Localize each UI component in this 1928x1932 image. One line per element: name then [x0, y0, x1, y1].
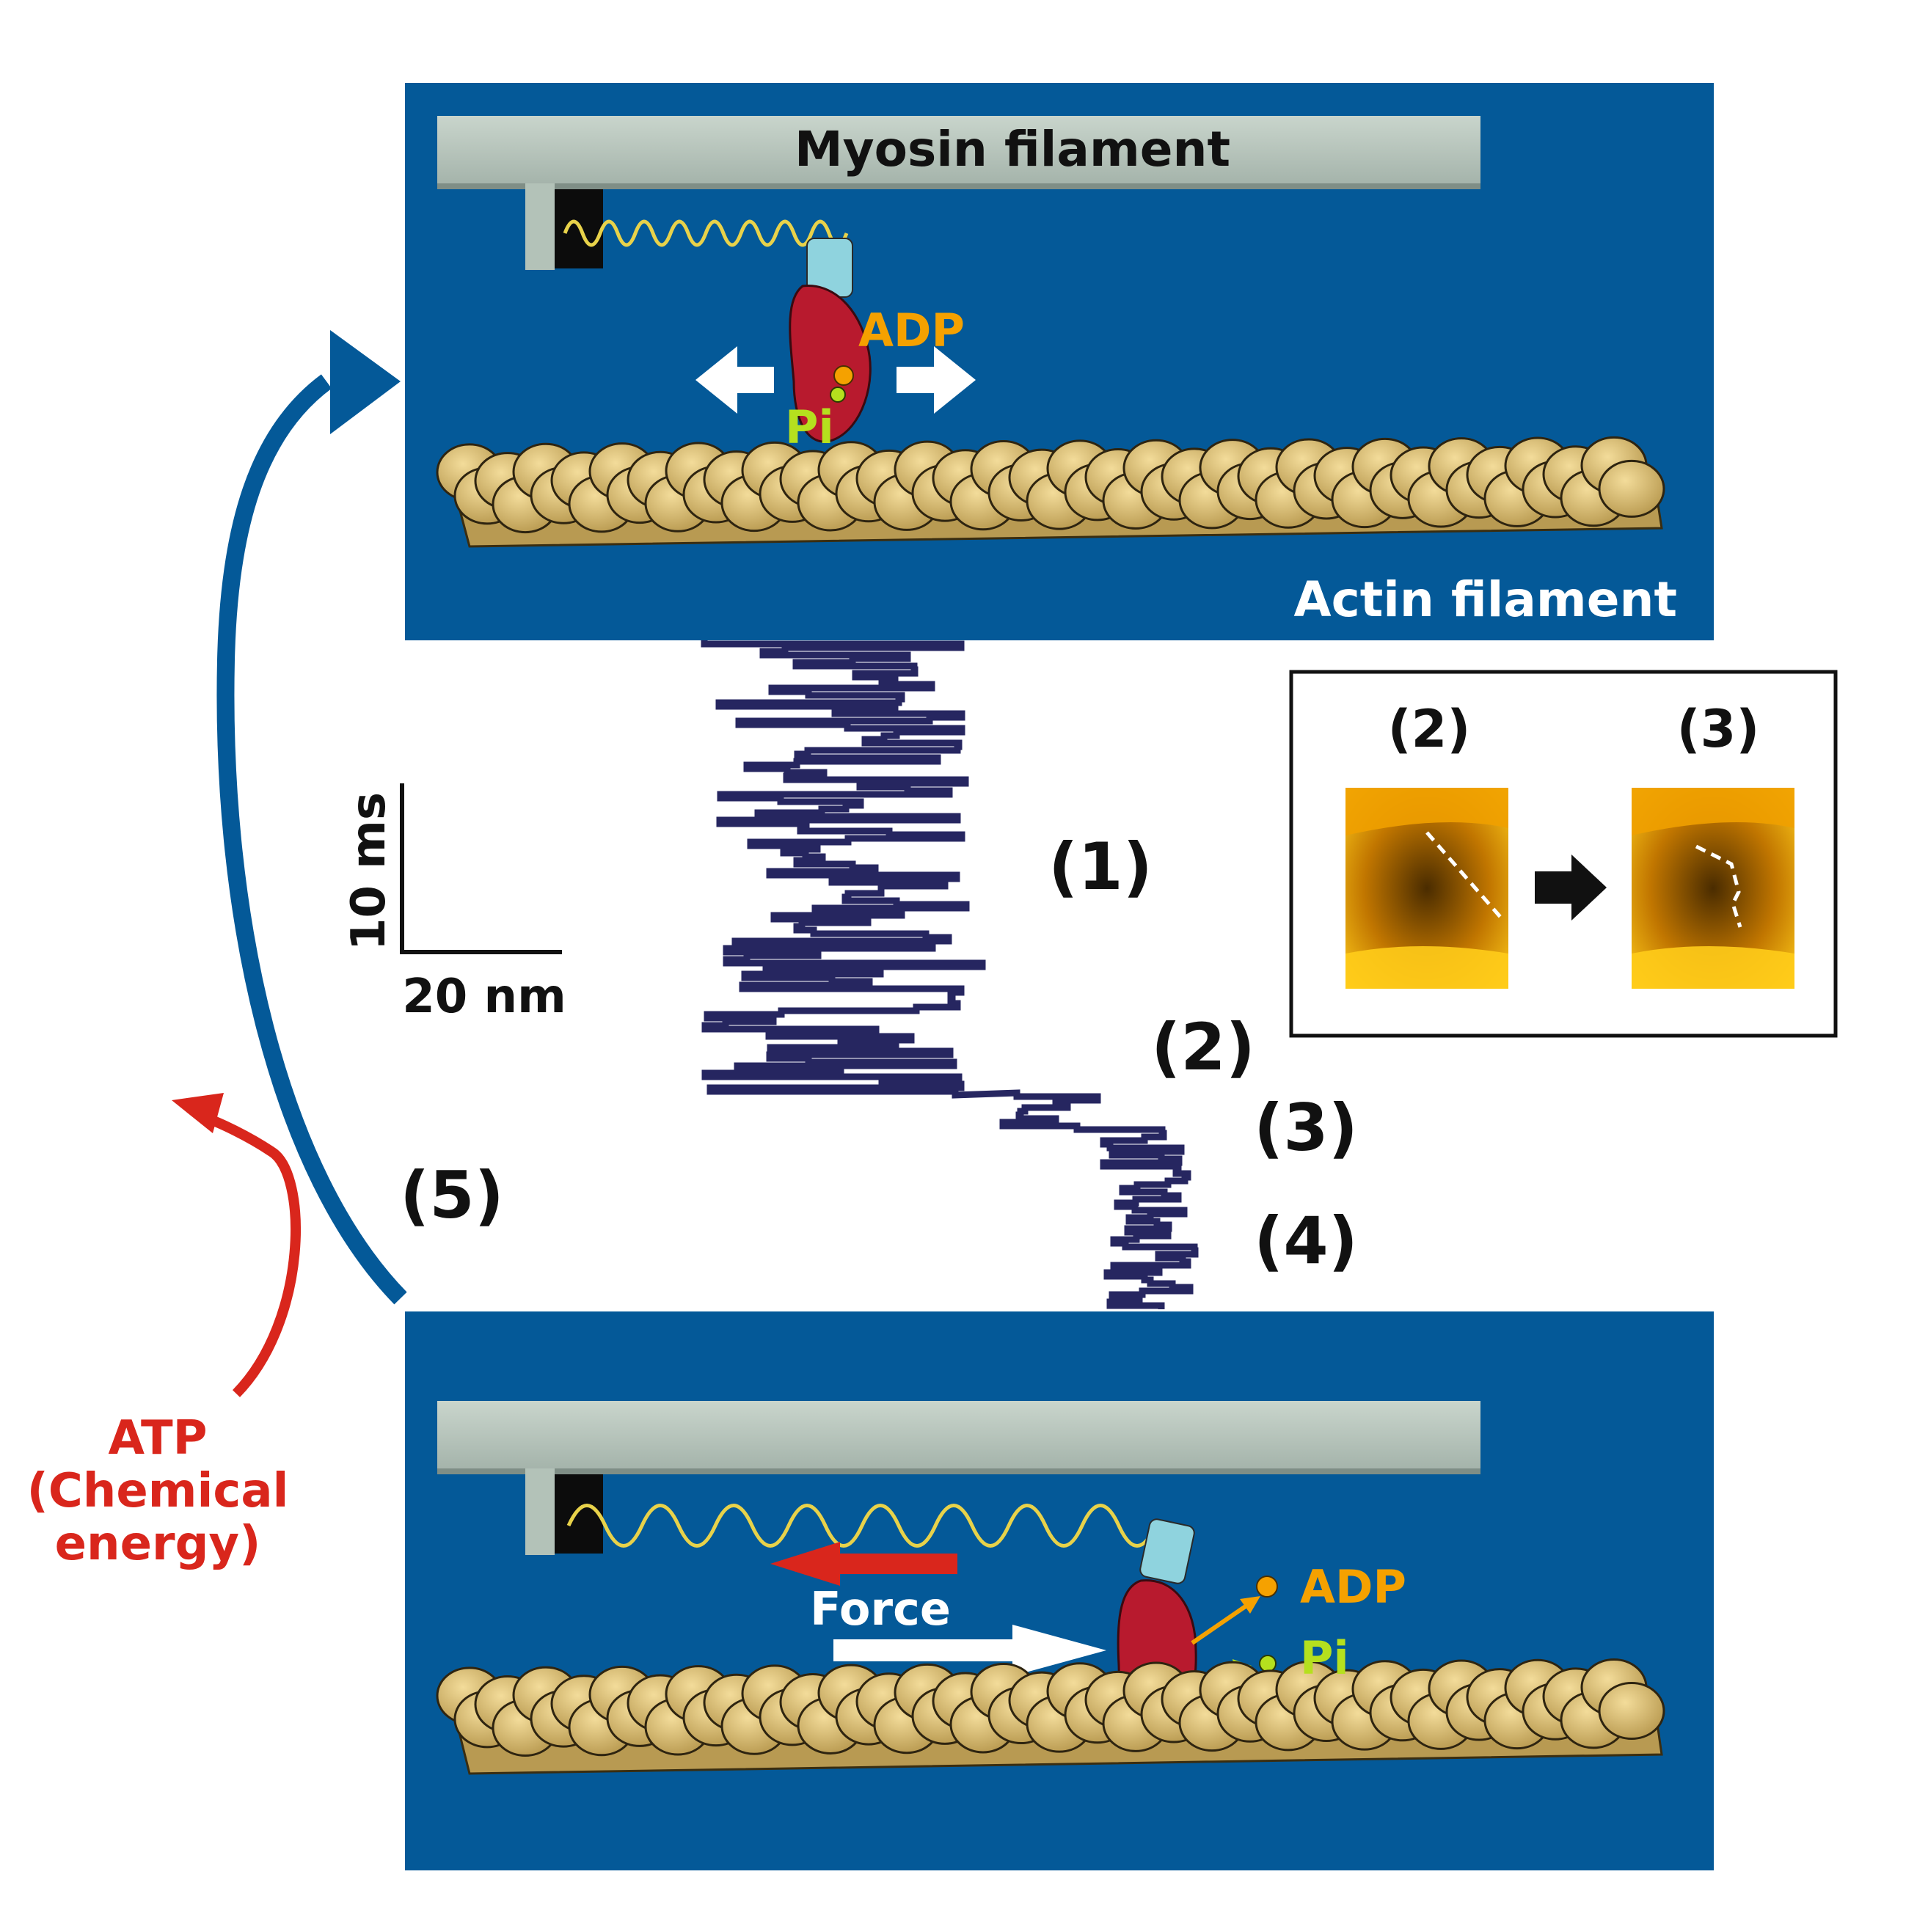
top-actin-beads: [436, 436, 1665, 534]
myosin-filament-label: Myosin filament: [795, 121, 1230, 178]
inset-label-left: (2): [1388, 699, 1471, 759]
red-force-arrow: [770, 1542, 957, 1586]
scale-distance-label: 20 nm: [402, 970, 566, 1024]
bottom-pi-label: Pi: [1300, 1631, 1349, 1685]
actin-subunit: [1598, 459, 1665, 518]
scale-time-label: 10 ms: [342, 792, 396, 951]
step-label-3: (3): [1254, 1090, 1358, 1166]
atp-label: ATP: [108, 1411, 207, 1466]
bottom-actin-beads: [436, 1658, 1665, 1757]
myosin-stalk: [525, 183, 555, 270]
top-right-arrow: [897, 346, 976, 414]
blue-cycle-arrow: [216, 374, 407, 1305]
adp-release-arrow: [1191, 1600, 1252, 1645]
bottom-myosin-filament-bar: [437, 1401, 1480, 1468]
inset-box: (2) (3): [1289, 670, 1838, 1038]
top-left-arrow: [695, 346, 774, 414]
top-adp-circle: [833, 365, 854, 386]
red-atp-arrow: [196, 1110, 301, 1397]
blue-cycle-arrowhead: [330, 330, 401, 434]
step-trace: [701, 640, 1199, 1309]
atp-label-line2: (Chemical: [27, 1464, 289, 1518]
top-panel: Myosin filament ADP Pi Actin filament: [405, 83, 1714, 640]
bottom-pi-circle: [1259, 1655, 1277, 1672]
bottom-panel-background: [405, 1311, 1714, 1870]
top-pi-label: Pi: [785, 400, 834, 454]
bottom-panel: Force ADP Pi: [405, 1311, 1714, 1870]
myosin-filament-bar: [437, 116, 1480, 183]
force-label: Force: [810, 1582, 951, 1636]
step-label-1: (1): [1048, 829, 1153, 904]
atp-label-line3: energy): [55, 1517, 261, 1571]
top-spring: [563, 219, 849, 247]
step-label-4: (4): [1254, 1203, 1358, 1278]
top-myosin-head: [789, 285, 872, 443]
red-atp-arrowhead: [172, 1093, 224, 1133]
scale-bar: 10 ms 20 nm: [342, 783, 566, 1024]
bottom-myosin-stalk: [525, 1468, 555, 1555]
inset-arrow: [1535, 855, 1607, 921]
bottom-adp-circle: [1256, 1576, 1278, 1598]
top-pi-circle: [830, 387, 846, 403]
top-adp-label: ADP: [858, 304, 965, 357]
inset-left-dashed-line: [1425, 831, 1502, 918]
inset-right-dashed-line: [1695, 844, 1742, 928]
bottom-adp-label: ADP: [1300, 1560, 1406, 1614]
step-label-2: (2): [1151, 1009, 1255, 1085]
inset-label-right: (3): [1677, 699, 1760, 759]
white-force-arrow: [833, 1625, 1106, 1676]
actin-subunit: [1598, 1682, 1665, 1741]
bottom-lever-arm: [1139, 1518, 1195, 1584]
step-label-5: (5): [400, 1157, 504, 1233]
bottom-spring: [566, 1504, 1158, 1548]
actin-filament-label: Actin filament: [1294, 571, 1678, 628]
